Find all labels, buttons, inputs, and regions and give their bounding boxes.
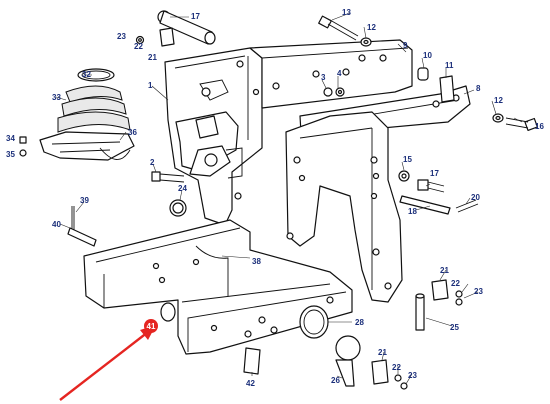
drawbar-38 [83, 219, 353, 355]
label-39: 39 [80, 196, 89, 205]
right-mid-hardware [398, 170, 479, 215]
label-8: 8 [476, 84, 481, 93]
label-2: 2 [150, 158, 155, 167]
hook-block [175, 111, 243, 179]
rubber-boot-assembly [19, 68, 135, 161]
label-42: 42 [246, 379, 255, 388]
label-22a: 22 [134, 42, 143, 51]
label-33: 33 [52, 93, 61, 102]
label-18: 20 [471, 193, 480, 202]
label-21c: 21 [378, 348, 387, 357]
label-1: 1 [148, 81, 153, 90]
label-12: 12 [367, 23, 376, 32]
label-9: 9 [403, 41, 408, 50]
label-21a: 21 [148, 53, 157, 62]
leader-lines [55, 12, 523, 385]
label-17: 18 [408, 207, 417, 216]
label-23b: 23 [474, 287, 483, 296]
arrow-shaft [59, 331, 149, 401]
label-20: 17 [191, 12, 200, 21]
pins [67, 206, 425, 387]
label-13b: 16 [535, 122, 544, 131]
label-28: 28 [355, 318, 364, 327]
label-23c: 23 [408, 371, 417, 380]
label-16: 15 [403, 155, 412, 164]
label-24: 25 [450, 323, 459, 332]
label-21b: 21 [440, 266, 449, 275]
label-41: 41 [147, 322, 156, 331]
label-3: 3 [321, 73, 326, 82]
label-35: 35 [6, 150, 15, 159]
label-32: 32 [82, 70, 91, 79]
bottom-hardware [371, 279, 463, 390]
left-bolt-and-ring [151, 171, 187, 217]
part-labels: 17 13 12 9 10 11 8 12 16 23 22 21 3 4 1 … [6, 8, 544, 388]
pin-20-assembly [135, 10, 216, 47]
label-25: 24 [178, 184, 187, 193]
highlight-arrow [59, 325, 156, 401]
label-15: 17 [430, 169, 439, 178]
label-34: 34 [6, 134, 15, 143]
label-38: 38 [252, 257, 261, 266]
label-23a: 23 [117, 32, 126, 41]
label-13: 13 [342, 8, 351, 17]
top-hardware [318, 15, 539, 132]
label-11: 11 [445, 61, 454, 70]
label-36: 36 [128, 128, 137, 137]
label-40: 40 [52, 220, 61, 229]
label-12b: 12 [494, 96, 503, 105]
hitch-frame [164, 39, 471, 303]
highlight-circle [144, 319, 158, 333]
label-10: 10 [423, 51, 432, 60]
label-22c: 22 [392, 363, 401, 372]
label-26: 26 [331, 376, 340, 385]
highlight-marker-41: 41 [144, 319, 158, 333]
label-4: 4 [337, 69, 342, 78]
label-22b: 22 [451, 279, 460, 288]
